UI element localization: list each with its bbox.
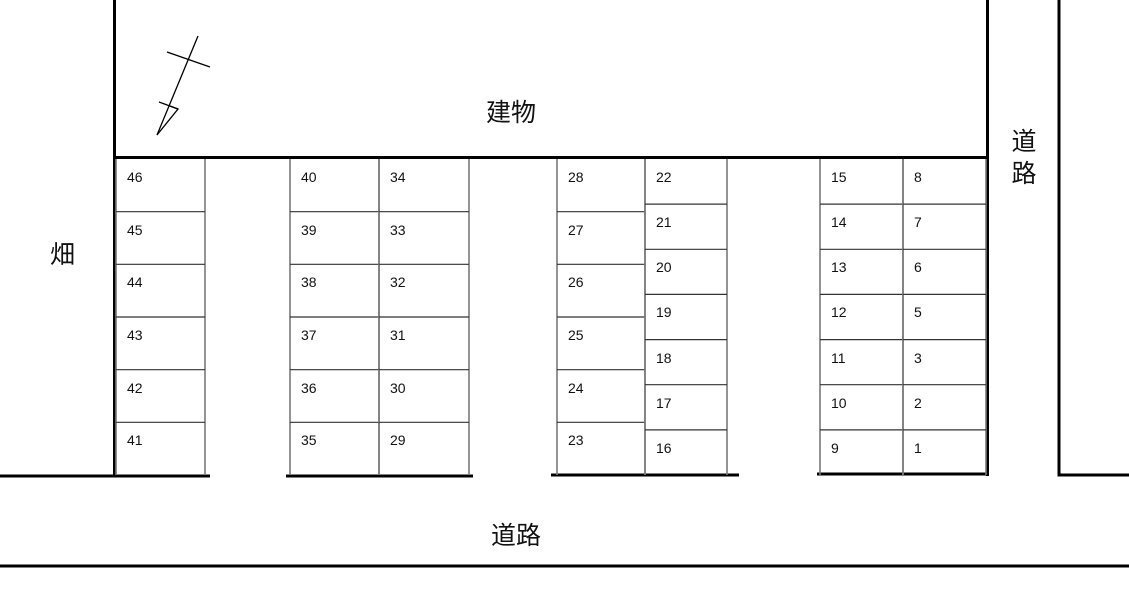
parking-spot-33[interactable]: 33 <box>379 212 469 265</box>
parking-spot-35[interactable]: 35 <box>290 422 379 475</box>
road-right-label-char-2: 路 <box>1011 159 1037 188</box>
parking-spot-number: 37 <box>301 327 317 343</box>
parking-spot-number: 33 <box>390 221 406 238</box>
parking-spot-21[interactable]: 21 <box>645 204 727 249</box>
parking-spot-number: 44 <box>127 274 143 291</box>
parking-spot-45[interactable]: 45 <box>116 212 205 265</box>
parking-spot-18[interactable]: 18 <box>645 340 727 385</box>
parking-spot-13[interactable]: 13 <box>820 249 903 294</box>
parking-spot-number: 43 <box>127 327 143 343</box>
parking-spot-number: 11 <box>831 349 846 366</box>
parking-spot-29[interactable]: 29 <box>379 422 469 475</box>
parking-spot-number: 1 <box>914 439 922 456</box>
parking-spot-20[interactable]: 20 <box>645 249 727 294</box>
parking-spot-37[interactable]: 37 <box>290 317 379 370</box>
parking-spot-number: 42 <box>127 379 143 396</box>
parking-spot-2[interactable]: 2 <box>903 385 986 430</box>
parking-spot-number: 35 <box>301 432 317 449</box>
parking-spot-number: 38 <box>301 274 317 291</box>
parking-spot-39[interactable]: 39 <box>290 212 379 265</box>
field-label: 畑 <box>50 240 76 269</box>
parking-spot-15[interactable]: 15 <box>820 159 903 204</box>
parking-spot-number: 15 <box>831 169 847 185</box>
parking-spot-number: 7 <box>914 214 922 231</box>
parking-spot-number: 30 <box>390 379 406 396</box>
parking-spot-17[interactable]: 17 <box>645 385 727 430</box>
parking-spot-number: 2 <box>914 394 922 411</box>
parking-spot-number: 25 <box>568 327 584 343</box>
parking-spot-number: 10 <box>831 394 847 411</box>
parking-spot-19[interactable]: 19 <box>645 294 727 339</box>
parking-spot-24[interactable]: 24 <box>557 370 645 423</box>
parking-spot-number: 27 <box>568 221 584 238</box>
parking-spot-8[interactable]: 8 <box>903 159 986 204</box>
parking-spot-number: 28 <box>568 169 584 185</box>
parking-spot-number: 24 <box>568 379 584 396</box>
parking-spot-25[interactable]: 25 <box>557 317 645 370</box>
parking-spot-16[interactable]: 16 <box>645 430 727 475</box>
parking-spot-7[interactable]: 7 <box>903 204 986 249</box>
parking-spot-5[interactable]: 5 <box>903 294 986 339</box>
parking-spot-number: 14 <box>831 214 847 231</box>
road-right-label-char-1: 道 <box>1011 127 1037 156</box>
parking-spot-14[interactable]: 14 <box>820 204 903 249</box>
parking-spot-number: 17 <box>656 394 672 411</box>
parking-spot-26[interactable]: 26 <box>557 264 645 317</box>
parking-spot-43[interactable]: 43 <box>116 317 205 370</box>
parking-spot-40[interactable]: 40 <box>290 159 379 212</box>
parking-spot-number: 31 <box>390 327 406 343</box>
building-label: 建物 <box>486 98 537 127</box>
parking-spot-23[interactable]: 23 <box>557 422 645 475</box>
parking-spot-36[interactable]: 36 <box>290 370 379 423</box>
parking-spot-number: 46 <box>127 169 143 185</box>
parking-spots-grid <box>115 159 987 475</box>
parking-spot-6[interactable]: 6 <box>903 249 986 294</box>
parking-spot-number: 20 <box>656 259 672 276</box>
parking-spot-46[interactable]: 46 <box>116 159 205 212</box>
parking-spot-number: 6 <box>914 259 922 276</box>
parking-spot-number: 16 <box>656 439 672 456</box>
north-arrow-icon <box>156 35 211 136</box>
parking-spot-42[interactable]: 42 <box>116 370 205 423</box>
parking-spot-number: 32 <box>390 274 406 291</box>
parking-spot-number: 3 <box>914 349 922 366</box>
parking-spot-3[interactable]: 3 <box>903 340 986 385</box>
parking-spot-34[interactable]: 34 <box>379 159 469 212</box>
parking-spot-30[interactable]: 30 <box>379 370 469 423</box>
parking-spot-number: 19 <box>656 304 672 321</box>
parking-spot-number: 41 <box>127 432 143 449</box>
parking-spot-1[interactable]: 1 <box>903 430 986 475</box>
parking-spot-number: 21 <box>656 214 672 231</box>
parking-spot-number: 40 <box>301 169 317 185</box>
parking-spot-38[interactable]: 38 <box>290 264 379 317</box>
parking-spot-11[interactable]: 11 <box>820 340 903 385</box>
road-right-label: 道 路 <box>1010 126 1038 190</box>
road-bottom-label: 道路 <box>491 521 542 550</box>
parking-spot-number: 8 <box>914 169 922 185</box>
parking-spot-9[interactable]: 9 <box>820 430 903 475</box>
parking-spot-10[interactable]: 10 <box>820 385 903 430</box>
parking-spot-number: 29 <box>390 432 406 449</box>
parking-spot-number: 45 <box>127 221 143 238</box>
parking-spot-number: 23 <box>568 432 584 449</box>
parking-spot-number: 22 <box>656 169 672 185</box>
parking-spot-27[interactable]: 27 <box>557 212 645 265</box>
parking-spot-22[interactable]: 22 <box>645 159 727 204</box>
parking-spot-number: 18 <box>656 349 672 366</box>
parking-spot-41[interactable]: 41 <box>116 422 205 475</box>
parking-spot-number: 34 <box>390 169 406 185</box>
parking-spot-number: 39 <box>301 221 317 238</box>
parking-spot-number: 9 <box>831 439 839 456</box>
parking-spot-number: 36 <box>301 379 317 396</box>
parking-spot-31[interactable]: 31 <box>379 317 469 370</box>
parking-spot-number: 12 <box>831 304 847 321</box>
parking-spot-32[interactable]: 32 <box>379 264 469 317</box>
parking-spot-12[interactable]: 12 <box>820 294 903 339</box>
parking-spot-number: 5 <box>914 304 922 321</box>
parking-spot-44[interactable]: 44 <box>116 264 205 317</box>
parking-spot-28[interactable]: 28 <box>557 159 645 212</box>
parking-spot-number: 13 <box>831 259 847 276</box>
parking-spot-number: 26 <box>568 274 584 291</box>
